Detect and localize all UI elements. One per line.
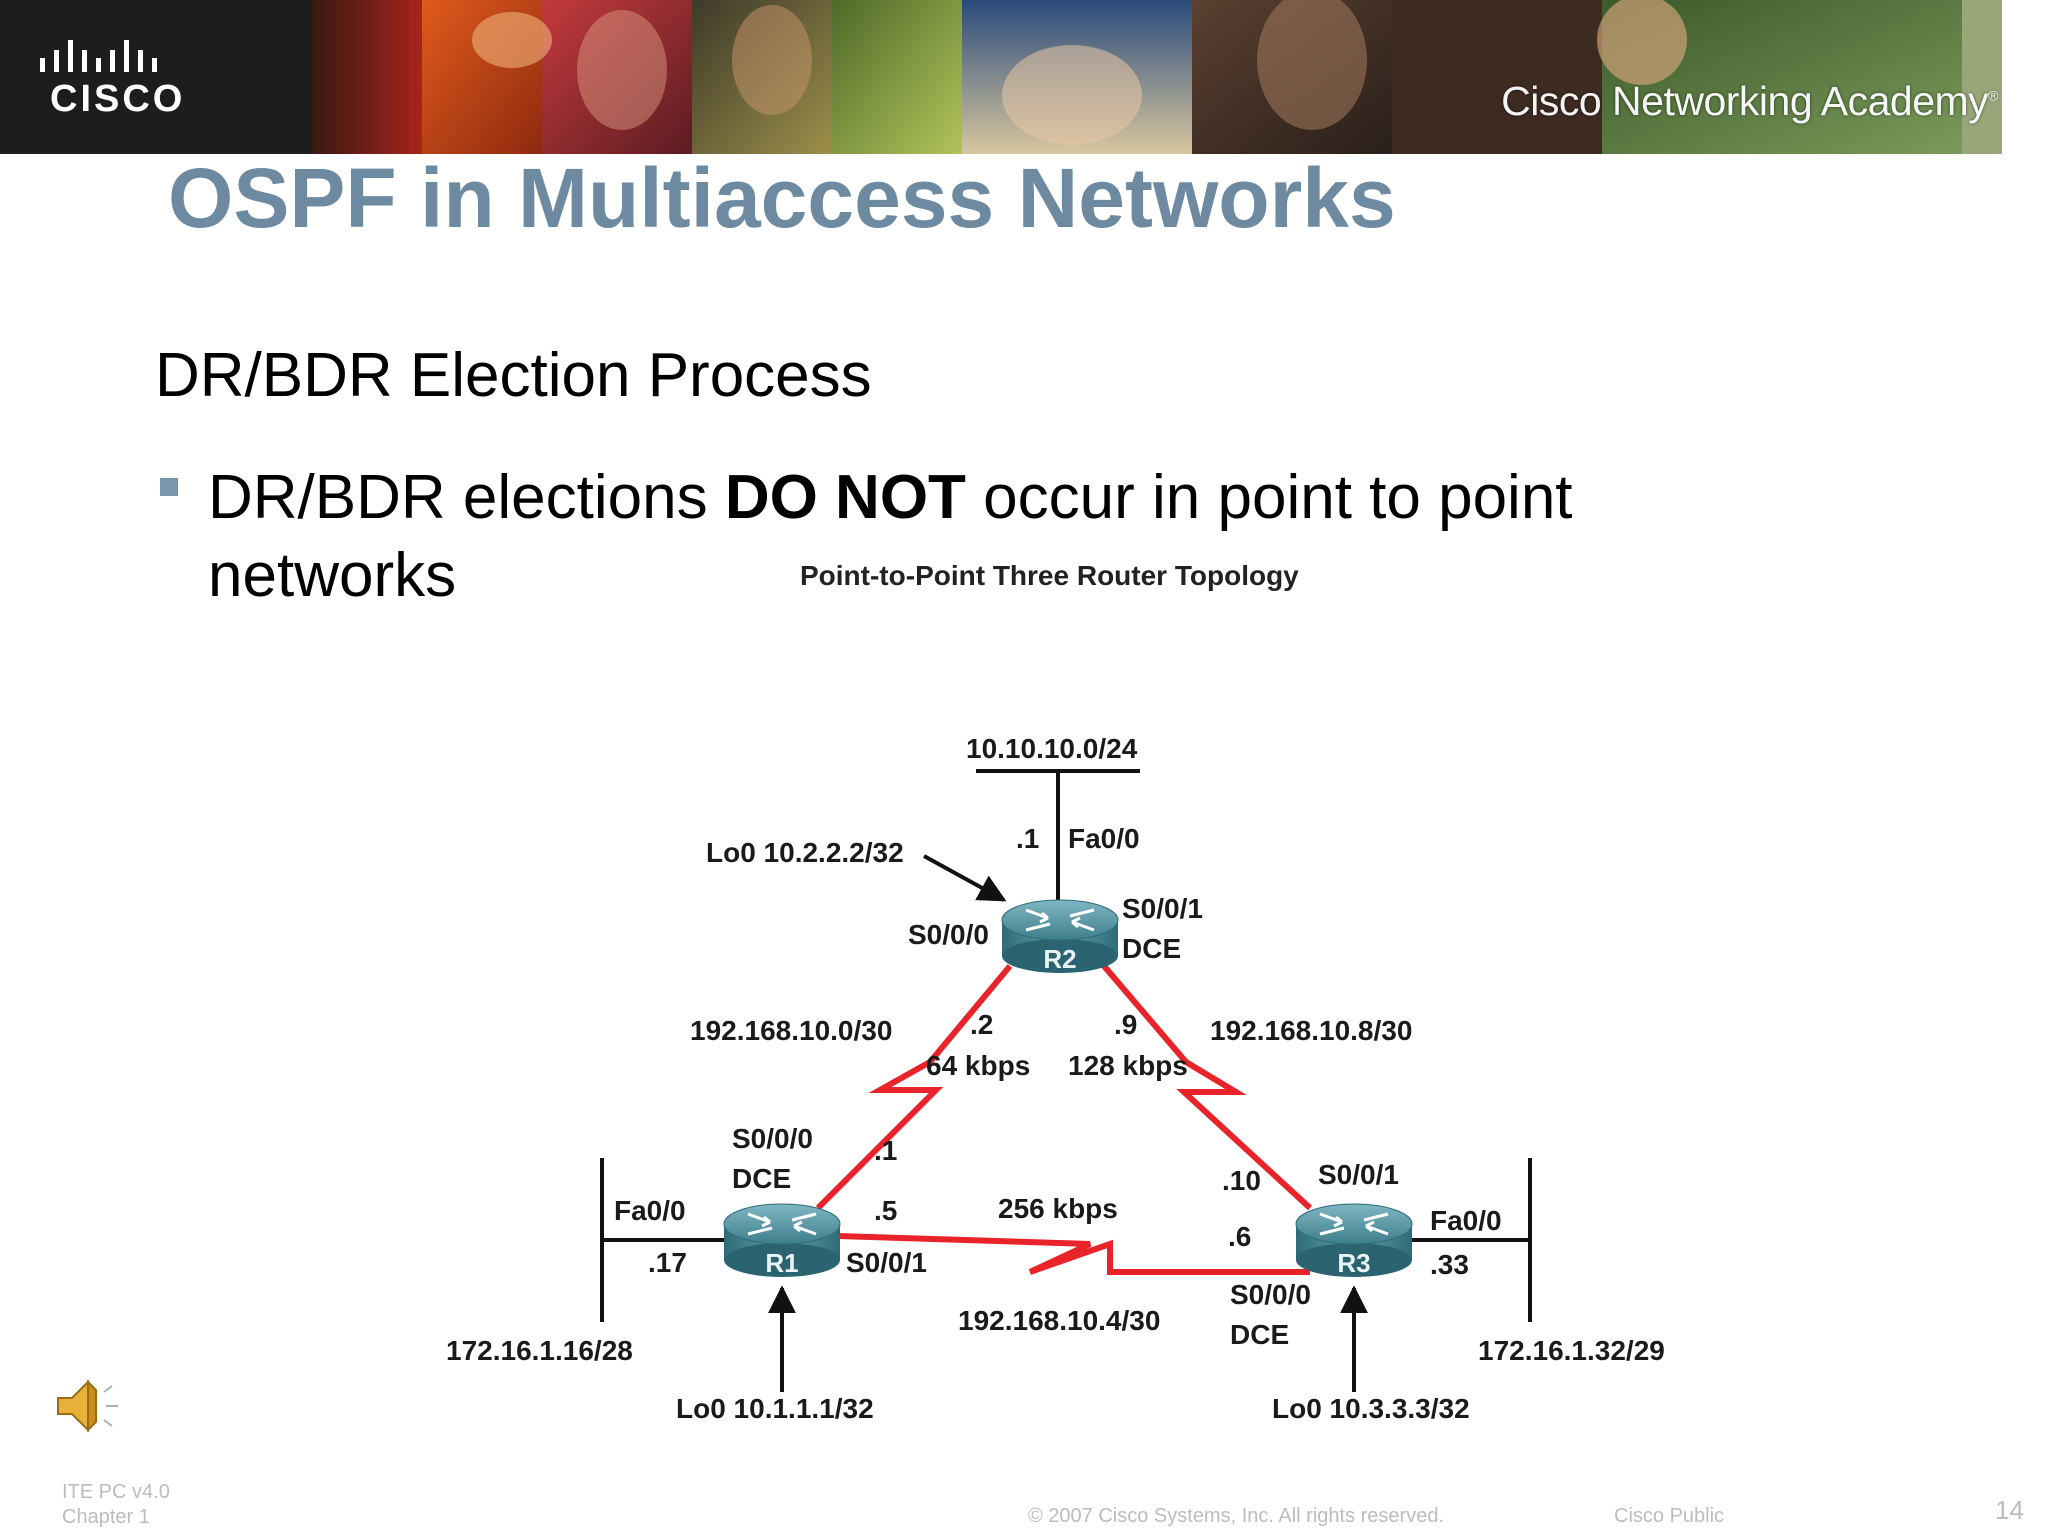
r3-s001-label: S0/0/1 [1318,1159,1399,1190]
footer-course: ITE PC v4.0 [62,1481,170,1503]
r1-lan-network: 172.16.1.16/28 [446,1335,633,1366]
header-banner: CISCO [0,0,2048,154]
serial-link-r1-r2 [815,964,1013,1211]
r1-r2-speed: 64 kbps [926,1050,1030,1081]
r2-r3-r3-host: .10 [1222,1165,1261,1196]
r1-s000-label: S0/0/0 [732,1123,813,1154]
r1-r2-r2-host: .2 [970,1009,993,1040]
bullet-text: DR/BDR elections DO NOT occur in point t… [208,463,1573,532]
r2-s001-label: S0/0/1 [1122,893,1203,924]
r1-dce-label: DCE [732,1163,791,1194]
slide-subtitle: DR/BDR Election Process [155,341,872,410]
banner-photo-strip [312,0,2048,154]
r1-r3-r1-host: .5 [874,1195,897,1226]
cisco-wordmark: CISCO [50,78,186,120]
r2-lan-host: .1 [1016,823,1039,854]
router-r2-label: R2 [1043,944,1076,974]
r1-loopback-label: Lo0 10.1.1.1/32 [676,1393,874,1424]
r2-r3-speed: 128 kbps [1068,1050,1188,1081]
footer-course-info: ITE PC v4.0 Chapter 1 [62,1480,170,1530]
footer-classification: Cisco Public [1614,1505,1725,1527]
r3-s000-label: S0/0/0 [1230,1279,1311,1310]
bullet-marker [160,478,178,496]
r2-r3-network: 192.168.10.8/30 [1210,1015,1412,1046]
r1-lan-interface: Fa0/0 [614,1195,686,1226]
serial-link-r1-r3 [837,1233,1310,1275]
r2-s000-label: S0/0/0 [908,919,989,950]
router-r1-label: R1 [765,1248,798,1278]
serial-link-r2-r3 [1101,964,1313,1211]
cisco-logo-area: CISCO [0,0,312,154]
bullet-emphasis: DO NOT [724,463,966,532]
footer-chapter: Chapter 1 [62,1506,150,1528]
diagram-title: Point-to-Point Three Router Topology [800,560,1299,591]
r1-lan-host: .17 [648,1247,687,1278]
r1-r3-network: 192.168.10.4/30 [958,1305,1160,1336]
r3-lan-interface: Fa0/0 [1430,1205,1502,1236]
r1-r3-speed: 256 kbps [998,1193,1118,1224]
r3-dce-label: DCE [1230,1319,1289,1350]
speaker-icon[interactable] [52,1372,126,1440]
bullet-text-continued: networks [208,541,457,610]
router-r2[interactable]: R2 [1000,898,1120,975]
r2-lan-interface: Fa0/0 [1068,823,1140,854]
r1-s001-label: S0/0/1 [846,1247,927,1278]
r1-r2-r1-host: .1 [874,1135,897,1166]
router-r3-label: R3 [1337,1248,1370,1278]
r3-lan-host: .33 [1430,1249,1469,1280]
router-r1[interactable]: R1 [722,1202,842,1279]
cisco-logo-icon [40,40,157,72]
r2-loopback-arrow [923,854,1007,902]
r2-r3-r2-host: .9 [1114,1009,1137,1040]
slide-title: OSPF in Multiaccess Networks [168,151,1396,245]
r3-loopback-label: Lo0 10.3.3.3/32 [1272,1393,1470,1424]
r3-lan-network: 172.16.1.32/29 [1478,1335,1665,1366]
router-r3[interactable]: R3 [1294,1202,1414,1279]
r1-r3-r3-host: .6 [1228,1221,1251,1252]
r1-r2-network: 192.168.10.0/30 [690,1015,892,1046]
academy-wordmark: Cisco Networking Academy® [1501,78,1998,124]
r2-lan-network: 10.10.10.0/24 [966,733,1138,764]
footer-copyright: © 2007 Cisco Systems, Inc. All rights re… [1028,1505,1445,1527]
r2-loopback-label: Lo0 10.2.2.2/32 [706,837,904,868]
page-number: 14 [1995,1495,2024,1525]
r2-dce-label: DCE [1122,933,1181,964]
